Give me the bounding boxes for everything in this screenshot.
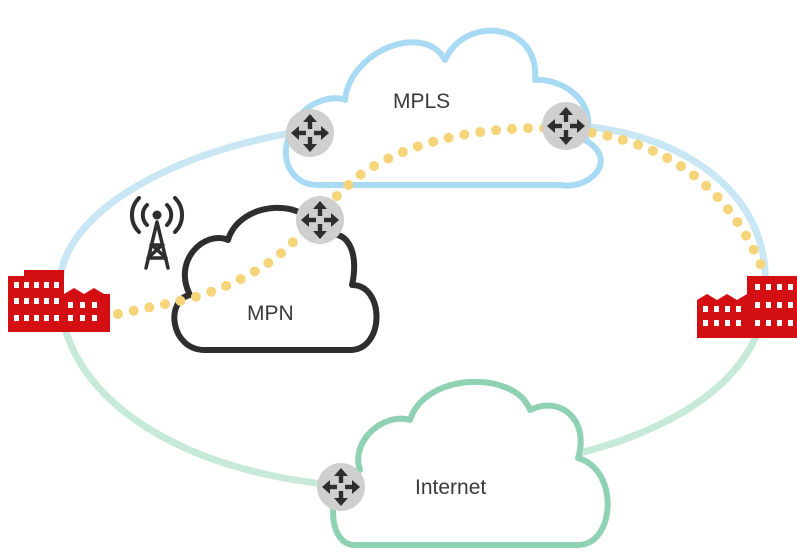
internet-cloud: Internet	[330, 379, 611, 548]
building-icon	[697, 276, 797, 338]
cell-tower-icon	[129, 196, 185, 270]
router-icon	[296, 196, 344, 244]
router-icon	[286, 109, 334, 157]
building-icon	[8, 270, 110, 332]
mpls-label: MPLS	[393, 90, 450, 113]
mpn-label: MPN	[247, 302, 294, 325]
router-mpn	[296, 196, 344, 244]
router-icon	[317, 463, 365, 511]
router-mpls-right	[542, 102, 590, 150]
router-icon	[542, 102, 590, 150]
mpn-cloud: MPN	[171, 204, 380, 353]
router-mpls-left	[286, 109, 334, 157]
router-internet	[317, 463, 365, 511]
dotted-traffic-path	[113, 122, 770, 319]
internet-label: Internet	[415, 476, 486, 499]
